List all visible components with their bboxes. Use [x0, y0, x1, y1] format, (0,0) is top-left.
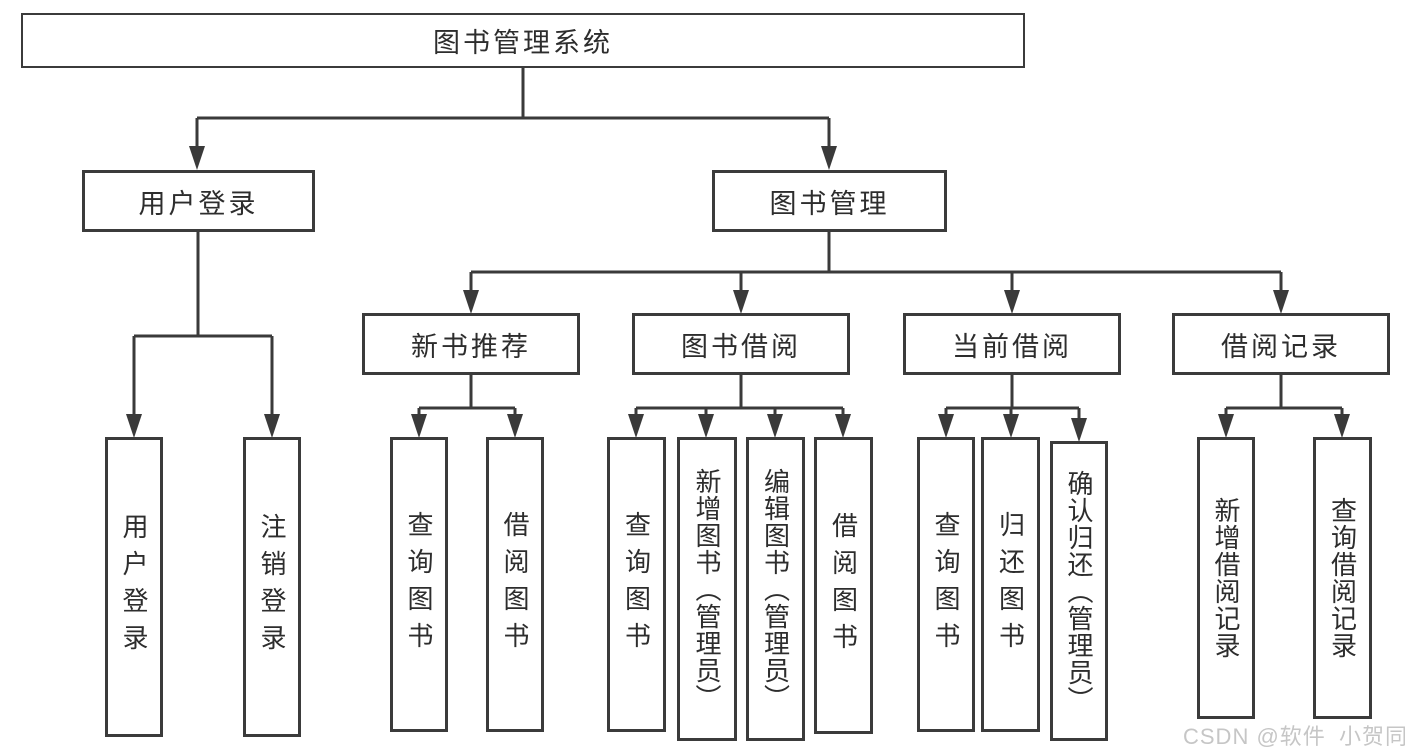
arrow-down-icon: [821, 146, 837, 170]
arrow-down-icon: [1071, 418, 1087, 442]
node-book-management: 图书管理: [712, 170, 947, 232]
arrow-down-icon: [1004, 290, 1020, 314]
node-user-login: 用户登录: [82, 170, 315, 232]
arrow-down-icon: [1334, 414, 1350, 438]
leaf-user-login: 用户登录: [105, 437, 163, 737]
node-borrow-records: 借阅记录: [1172, 313, 1390, 375]
leaf-edit-books-admin: 编辑图书（管理员）: [746, 437, 805, 741]
arrow-down-icon: [264, 414, 280, 438]
node-book-borrowing: 图书借阅: [632, 313, 850, 375]
arrow-down-icon: [767, 414, 783, 438]
leaf-return-books: 归还图书: [981, 437, 1040, 732]
arrow-down-icon: [628, 414, 644, 438]
arrow-down-icon: [411, 414, 427, 438]
leaf-query-books-recommend: 查询图书: [390, 437, 448, 732]
leaf-borrow-books: 借阅图书: [814, 437, 873, 734]
arrow-down-icon: [189, 146, 205, 170]
arrow-down-icon: [463, 290, 479, 314]
leaf-borrow-books-recommend: 借阅图书: [486, 437, 544, 732]
csdn-watermark: CSDN @软件_小贺同学: [1183, 724, 1405, 747]
arrow-down-icon: [698, 414, 714, 438]
arrowhead-icons: [126, 146, 1350, 442]
arrow-down-icon: [733, 290, 749, 314]
leaf-add-books-admin: 新增图书（管理员）: [677, 437, 737, 741]
node-library-management-system: 图书管理系统: [21, 13, 1025, 68]
arrow-down-icon: [938, 414, 954, 438]
node-current-borrowing: 当前借阅: [903, 313, 1121, 375]
leaf-query-books-borrowing: 查询图书: [607, 437, 666, 732]
leaf-query-books-current: 查询图书: [917, 437, 975, 732]
leaf-add-borrow-record: 新增借阅记录: [1197, 437, 1255, 719]
arrow-down-icon: [835, 414, 851, 438]
arrow-down-icon: [507, 414, 523, 438]
node-new-book-recommend: 新书推荐: [362, 313, 580, 375]
arrow-down-icon: [1003, 414, 1019, 438]
arrow-down-icon: [1273, 290, 1289, 314]
leaf-logout: 注销登录: [243, 437, 301, 737]
leaf-query-borrow-record: 查询借阅记录: [1313, 437, 1372, 719]
arrow-down-icon: [126, 414, 142, 438]
arrow-down-icon: [1218, 414, 1234, 438]
leaf-confirm-return-admin: 确认归还（管理员）: [1050, 441, 1108, 741]
